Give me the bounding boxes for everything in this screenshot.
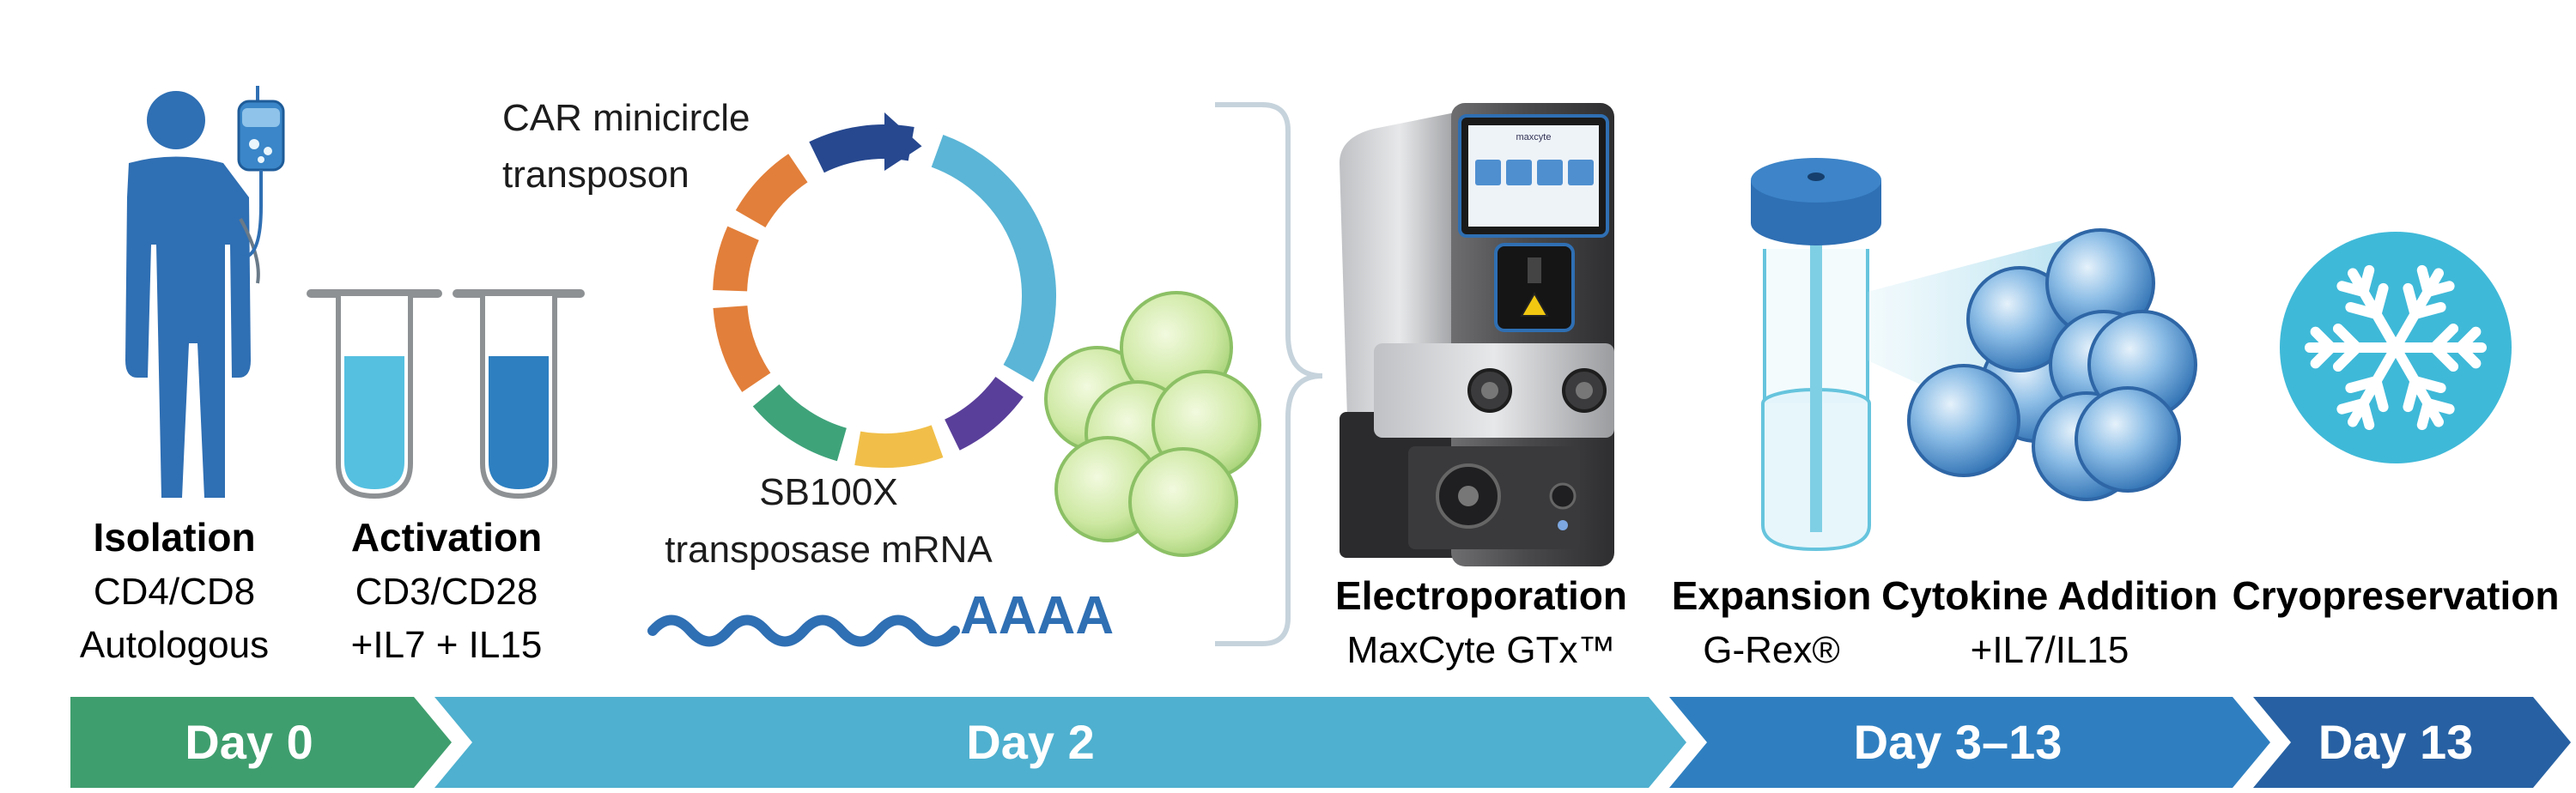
poly-a-tail-label: AAAA [960,586,1114,645]
maxcyte-gtx-device-icon: maxcyte [1340,103,1614,566]
plasmid-segment [931,135,1056,382]
step-cytokine-title: Cytokine Addition [1881,573,2218,618]
g-rex-vessel-icon [1751,158,1881,552]
snowflake-branch [2371,282,2389,320]
grouping-bracket [1215,102,1323,646]
step-isolation-line2: Autologous [80,624,269,666]
snowflake-branch [2345,375,2382,394]
plasmid-segment [735,154,808,228]
step-cryopreservation-title: Cryopreservation [2233,573,2560,618]
snowflake-branch [2358,264,2375,298]
car-minicircle-plasmid-icon [713,112,1056,468]
step-electroporation-line1: MaxCyte GTx™ [1347,629,1616,671]
timeline-label-day-2: Day 2 [966,715,1094,769]
step-activation-line2: +IL7 + IL15 [351,624,543,666]
snowflake-branch [2336,397,2369,415]
plasmid-label-line1: CAR minicircle [502,97,750,139]
snowflake-branch [2416,397,2433,431]
timeline-label-day-3-13: Day 3–13 [1854,715,2063,769]
timeline-segment-day-3-13 [1669,697,2270,788]
snowflake-branch [2409,301,2446,320]
snowflake-branch [2332,323,2362,353]
step-activation-line1: CD3/CD28 [355,571,538,613]
plasmid-segment [944,376,1024,451]
timeline-bar: Day 0 Day 2 Day 3–13 Day 13 [70,697,2571,788]
mrna-label-line2: transposase mRNA [665,529,993,571]
transfected-cell-cluster-icon [1044,291,1261,557]
snowflake-branch [2429,342,2459,372]
patient-figure-icon [125,91,260,498]
step-isolation-title: Isolation [93,515,255,560]
snowflake-icon [2305,264,2487,431]
timeline-segment-day-0 [70,697,452,788]
step-electroporation-title: Electroporation [1335,573,1627,618]
device-brand-label: maxcyte [1516,132,1552,142]
snowflake-branch [2310,326,2336,353]
test-tube-dark-icon [453,289,585,499]
test-tube-light-icon [307,289,442,499]
timeline-label-day-0: Day 0 [185,715,313,769]
plasmid-segment [713,226,760,292]
snowflake-branch [2403,375,2421,413]
step-expansion-line1: G-Rex® [1703,629,1840,671]
mrna-label-line1: SB100X [759,471,897,513]
snowflake-branch [2455,342,2482,369]
plasmid-segment [854,425,944,468]
plasmid-segment [752,384,848,462]
step-activation-title: Activation [351,515,542,560]
mrna-wave-icon [647,614,960,647]
iv-bag-icon [237,86,285,259]
expanded-cell-cluster-icon [1907,228,2197,501]
timeline-segment-day-13 [2253,697,2571,788]
plasmid-segment [713,305,771,392]
plasmid-arrow-head [884,112,922,171]
snowflake-branch [2422,281,2455,298]
timeline-label-day-13: Day 13 [2318,715,2474,769]
step-expansion-title: Expansion [1672,573,1872,618]
step-cytokine-line1: +IL7/IL15 [1971,629,2129,671]
plasmid-label-line2: transposon [502,154,690,196]
step-isolation-line1: CD4/CD8 [94,571,255,613]
timeline-segment-day-2 [434,697,1686,788]
